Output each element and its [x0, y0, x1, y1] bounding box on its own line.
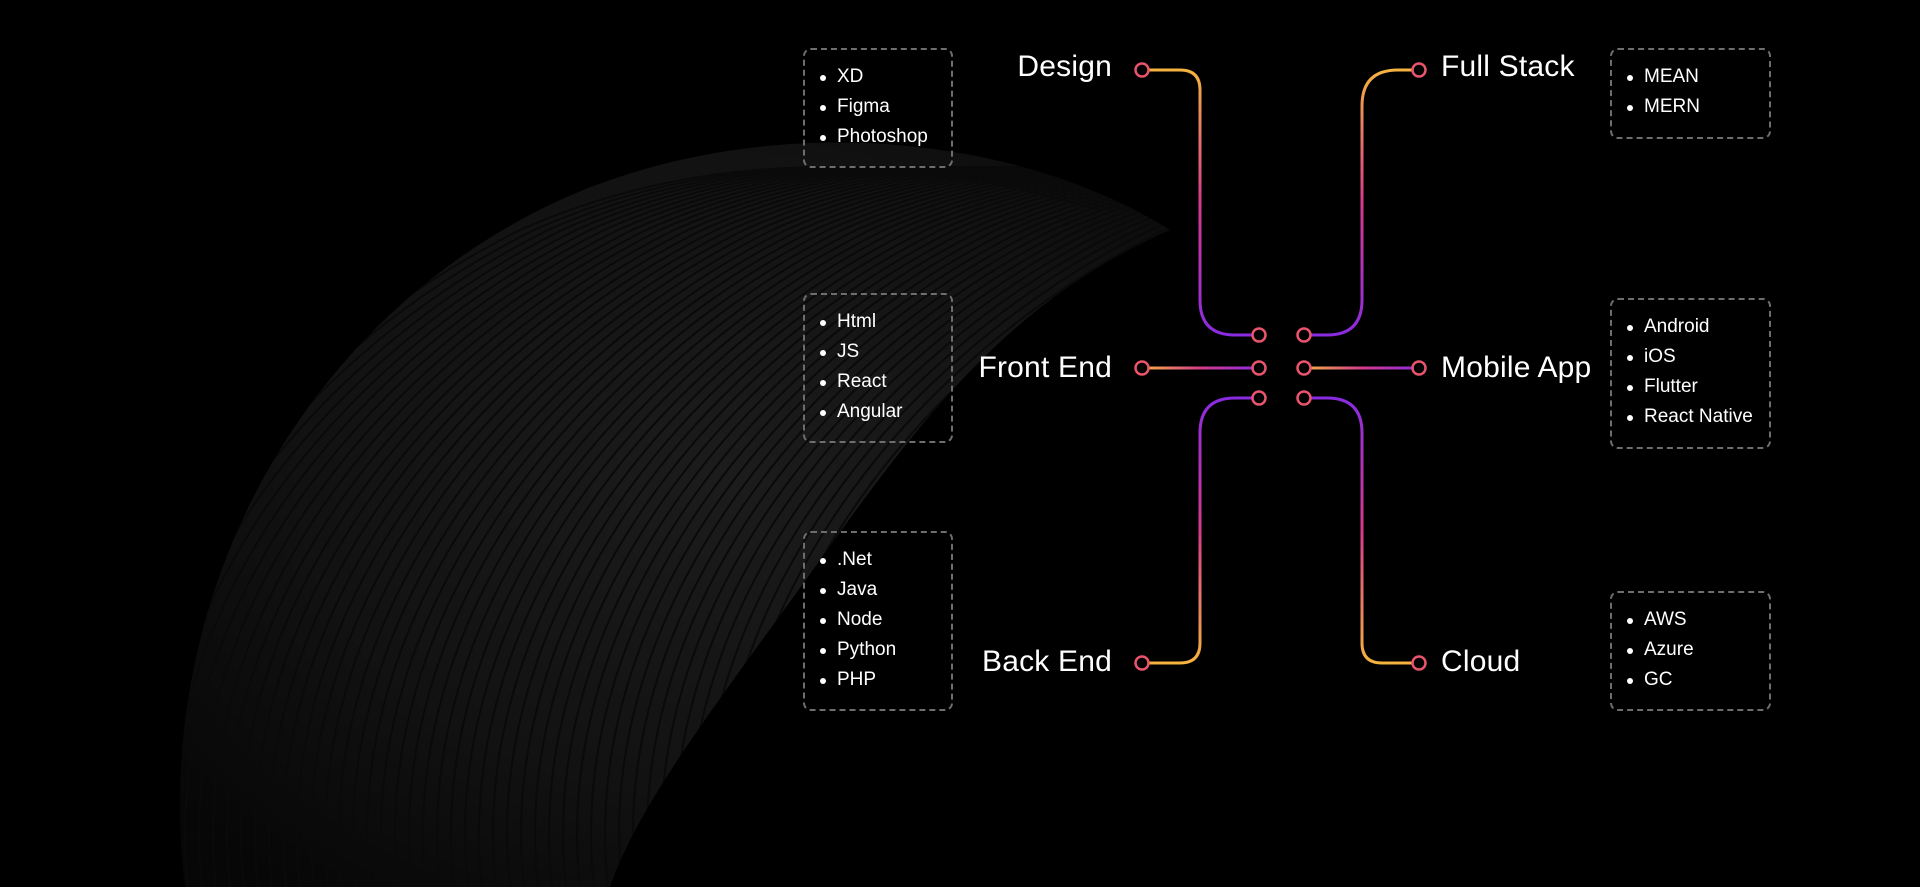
category-label-full-stack: Full Stack	[1441, 50, 1575, 83]
category-label-mobile-app: Mobile App	[1441, 351, 1592, 384]
tech-item: MERN	[1626, 92, 1759, 122]
tech-item: AWS	[1626, 605, 1759, 635]
tech-list-back-end: .Net Java Node Python PHP	[819, 545, 941, 695]
category-label-design: Design	[1017, 50, 1112, 83]
hub-node-mid-right	[1296, 360, 1312, 376]
tech-item: iOS	[1626, 342, 1759, 372]
connector-back-end	[1148, 396, 1252, 665]
tech-item: GC	[1626, 665, 1759, 695]
node-front-end	[1134, 360, 1150, 376]
tech-list-mobile-app: Android iOS Flutter React Native	[1626, 312, 1759, 432]
tech-item: Android	[1626, 312, 1759, 342]
tech-item: .Net	[819, 545, 941, 575]
tech-item: PHP	[819, 665, 941, 695]
connector-design	[1148, 68, 1252, 337]
tech-box-mobile-app: Android iOS Flutter React Native	[1610, 298, 1771, 449]
tech-box-full-stack: MEAN MERN	[1610, 48, 1771, 139]
hub-node-top-right	[1296, 327, 1312, 343]
tech-item: React Native	[1626, 402, 1759, 432]
hub-node-bottom-left	[1251, 390, 1267, 406]
node-design	[1134, 62, 1150, 78]
tech-list-design: XD Figma Photoshop	[819, 62, 941, 152]
category-label-cloud: Cloud	[1441, 645, 1521, 678]
tech-item: Node	[819, 605, 941, 635]
node-back-end	[1134, 655, 1150, 671]
category-label-back-end: Back End	[981, 645, 1112, 678]
tech-box-design: XD Figma Photoshop	[803, 48, 953, 168]
node-mobile-app	[1411, 360, 1427, 376]
node-cloud	[1411, 655, 1427, 671]
tech-list-cloud: AWS Azure GC	[1626, 605, 1759, 695]
hub-node-bottom-right	[1296, 390, 1312, 406]
tech-item: React	[819, 367, 941, 397]
tech-box-cloud: AWS Azure GC	[1610, 591, 1771, 711]
hub-node-top-left	[1251, 327, 1267, 343]
tech-item: XD	[819, 62, 941, 92]
tech-item: Angular	[819, 397, 941, 427]
tech-item: Java	[819, 575, 941, 605]
hub-node-mid-left	[1251, 360, 1267, 376]
tech-box-front-end: Html JS React Angular	[803, 293, 953, 443]
tech-item: Figma	[819, 92, 941, 122]
tech-box-back-end: .Net Java Node Python PHP	[803, 531, 953, 711]
connector-cloud	[1311, 396, 1412, 665]
tech-item: MEAN	[1626, 62, 1759, 92]
tech-item: JS	[819, 337, 941, 367]
tech-item: Html	[819, 307, 941, 337]
category-label-front-end: Front End	[978, 351, 1112, 384]
connector-full-stack	[1311, 68, 1412, 337]
tech-item: Azure	[1626, 635, 1759, 665]
tech-list-full-stack: MEAN MERN	[1626, 62, 1759, 122]
node-full-stack	[1411, 62, 1427, 78]
tech-item: Photoshop	[819, 122, 941, 152]
tech-list-front-end: Html JS React Angular	[819, 307, 941, 427]
tech-item: Flutter	[1626, 372, 1759, 402]
tech-item: Python	[819, 635, 941, 665]
